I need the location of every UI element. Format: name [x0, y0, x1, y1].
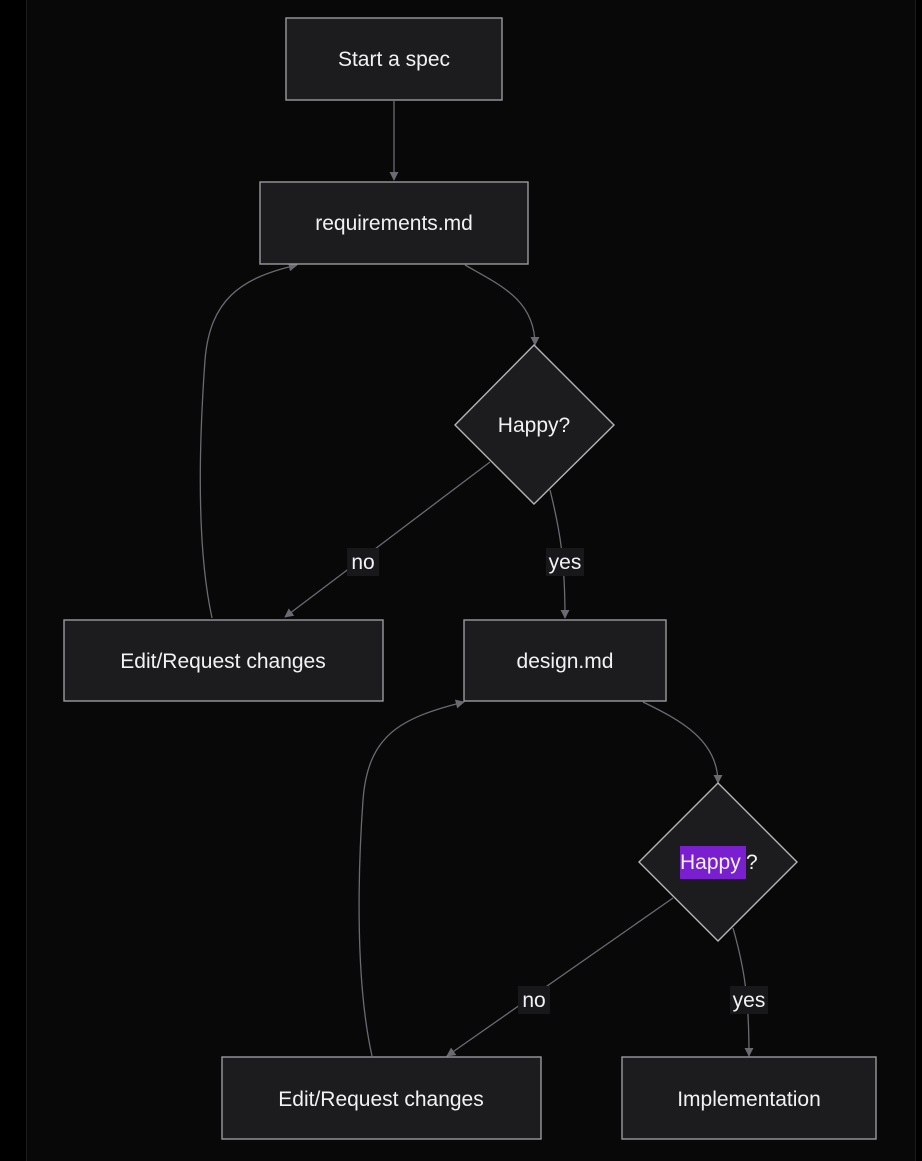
node-start-box	[285, 17, 503, 101]
decision-diamond-1	[454, 344, 615, 505]
node-edit-1-box	[63, 619, 384, 702]
edge-label-no-1: no	[351, 551, 374, 574]
node-happy-2[interactable]: Happy ?	[638, 782, 798, 942]
edge-happy1-yes	[549, 489, 570, 619]
node-requirements-box	[259, 181, 529, 265]
search-highlight	[680, 846, 746, 879]
edges	[199, 101, 754, 1057]
node-happy-1[interactable]: Happy?	[454, 344, 615, 505]
node-happy-1-label: Happy?	[498, 414, 570, 437]
node-requirements[interactable]: requirements.md	[259, 181, 529, 265]
node-implementation-box	[621, 1056, 877, 1140]
edge-labels: no yes no yes	[347, 548, 768, 1014]
edge-requirements-to-happy1	[464, 264, 540, 346]
edge-design-to-happy2	[642, 701, 723, 784]
edge-label-bg	[347, 548, 379, 576]
node-edit-1[interactable]: Edit/Request changes	[63, 619, 384, 702]
right-gutter	[915, 0, 922, 1161]
edge-label-yes-2: yes	[733, 989, 766, 1012]
node-start-label: Start a spec	[338, 48, 450, 71]
edge-happy2-no	[446, 897, 674, 1057]
node-happy-2-label-highlight: Happy	[680, 851, 741, 874]
edge-label-bg	[546, 548, 584, 576]
node-edit-1-label: Edit/Request changes	[120, 650, 325, 673]
edge-label-no-2: no	[522, 989, 545, 1012]
node-happy-2-label-rest: ?	[746, 851, 758, 874]
edge-edit1-to-requirements	[199, 262, 298, 619]
node-edit-2-label: Edit/Request changes	[278, 1088, 483, 1111]
edge-label-bg	[518, 986, 550, 1014]
node-design[interactable]: design.md	[463, 619, 667, 702]
edge-edit2-to-design	[358, 699, 465, 1057]
node-edit-2-box	[221, 1056, 542, 1140]
node-edit-2[interactable]: Edit/Request changes	[221, 1056, 542, 1140]
node-requirements-label: requirements.md	[315, 212, 473, 235]
node-design-label: design.md	[517, 650, 614, 673]
edge-label-yes-1: yes	[549, 551, 582, 574]
edge-label-bg	[730, 986, 768, 1014]
node-implementation[interactable]: Implementation	[621, 1056, 877, 1140]
node-design-box	[463, 619, 667, 702]
node-implementation-label: Implementation	[677, 1088, 821, 1111]
node-start[interactable]: Start a spec	[285, 17, 503, 101]
left-gutter	[0, 0, 27, 1161]
edge-happy1-no	[284, 461, 491, 618]
